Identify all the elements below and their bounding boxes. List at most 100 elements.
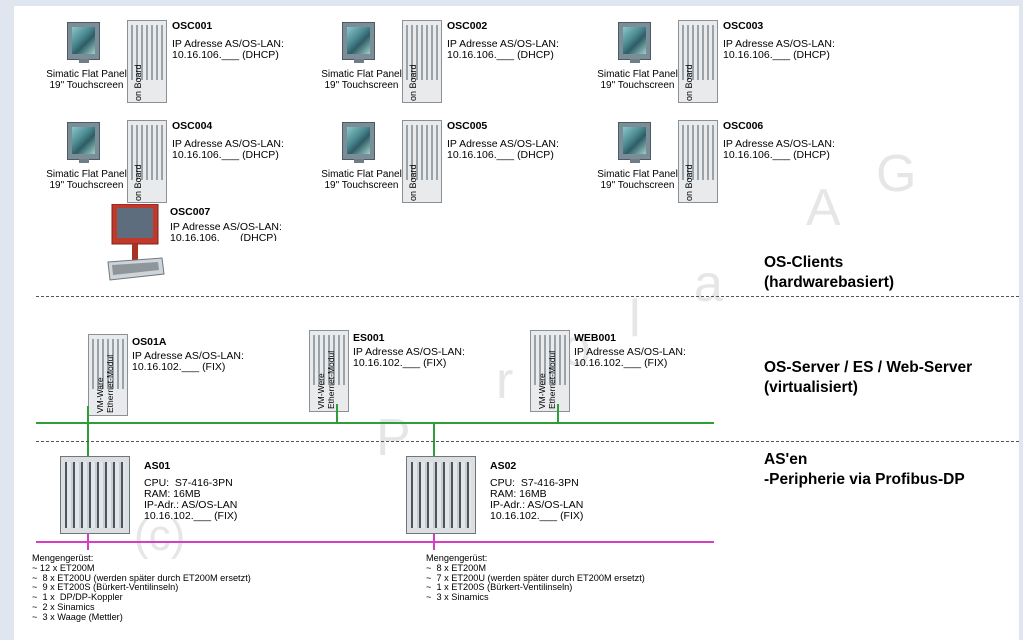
server-slots-icon bbox=[313, 335, 345, 385]
server-vm-label: VM-Were bbox=[537, 373, 547, 409]
server-ip-value: 10.16.102.___ (FIX) bbox=[353, 357, 447, 369]
profibus-drop-as02 bbox=[433, 534, 435, 542]
pc-slots-icon bbox=[131, 25, 163, 80]
panel-stand-icon bbox=[354, 159, 364, 163]
client-ip-label: IP Adresse AS/OS-LAN: bbox=[447, 38, 559, 50]
client-ip-label: IP Adresse AS/OS-LAN: bbox=[172, 138, 284, 150]
osc007-device-icon bbox=[106, 203, 166, 284]
board-label: on Board bbox=[133, 164, 143, 201]
server-name: WEB001 bbox=[574, 332, 617, 344]
flat-panel-icon bbox=[67, 22, 100, 63]
panel-stand-icon bbox=[354, 59, 364, 63]
client-name: OSC005 bbox=[447, 120, 488, 132]
client-ip-value: 10.16.106.___ (DHCP) bbox=[447, 149, 554, 161]
server-ip-label: IP Adresse AS/OS-LAN: bbox=[353, 346, 465, 358]
pc-slots-icon bbox=[682, 25, 714, 80]
divider-clients bbox=[36, 296, 1019, 297]
panel-stand-icon bbox=[79, 59, 89, 63]
panel-size-label: 19" Touchscreen bbox=[49, 80, 124, 91]
section-os-server: OS-Server / ES / Web-Server (virtualisie… bbox=[764, 358, 972, 398]
server-eth-label: Ethernet-Modul bbox=[547, 350, 557, 409]
panel-label: Simatic Flat Panel bbox=[597, 69, 678, 80]
panel-label: Simatic Flat Panel bbox=[46, 69, 127, 80]
pc-tower-icon: on Board bbox=[678, 120, 718, 203]
flat-panel-icon bbox=[342, 122, 375, 163]
mengen-items: ~ 12 x ET200M~ 8 x ET200U (werden später… bbox=[32, 563, 251, 623]
watermark-c: (c) bbox=[134, 511, 186, 560]
profibus-tail-as01 bbox=[87, 542, 89, 550]
client-ip-value: 10.16.106.___ (DHCP) bbox=[172, 49, 279, 61]
section-as: AS'en -Peripherie via Profibus-DP bbox=[764, 450, 965, 490]
mengen-item: ~ 1 x DP/DP-Koppler bbox=[32, 592, 123, 603]
watermark-a: a bbox=[694, 255, 723, 313]
as-modules-icon bbox=[65, 462, 125, 528]
mengen-item: ~ 3 x Waage (Mettler) bbox=[32, 611, 123, 622]
watermark-a2: A bbox=[806, 179, 841, 237]
pc-slots-icon bbox=[406, 125, 438, 180]
board-label: on Board bbox=[408, 164, 418, 201]
mengen-item: ~ 7 x ET200U (werden später durch ET200M… bbox=[426, 572, 645, 583]
pc-slots-icon bbox=[406, 25, 438, 80]
mengen-list-as01: Mengengerüst: ~ 12 x ET200M~ 8 x ET200U … bbox=[32, 553, 251, 623]
bus-drop-es001 bbox=[336, 404, 338, 423]
mengen-list-as02: Mengengerüst: ~ 8 x ET200M~ 7 x ET200U (… bbox=[426, 553, 645, 603]
mengen-title: Mengengerüst: bbox=[32, 553, 94, 563]
watermark-g: G bbox=[876, 145, 917, 203]
as-rack-icon bbox=[406, 456, 476, 534]
mengen-item: ~ 8 x ET200U (werden später durch ET200M… bbox=[32, 572, 251, 583]
pc-tower-icon: on Board bbox=[402, 120, 442, 203]
bus-drop-as01 bbox=[87, 423, 89, 461]
section-as-line1: AS'en bbox=[764, 451, 808, 468]
bus-drop-os01a bbox=[87, 406, 89, 423]
server-vm-label: VM-Ware bbox=[95, 377, 105, 413]
client-ip-value: 10.16.106.___ (DHCP) bbox=[723, 149, 830, 161]
as-name: AS02 bbox=[490, 460, 517, 472]
section-os-clients: OS-Clients (hardwarebasiert) bbox=[764, 253, 894, 293]
as-ip-value: 10.16.102.___ (FIX) bbox=[490, 510, 584, 522]
panel-label: Simatic Flat Panel bbox=[597, 169, 678, 180]
profibus-drop-as01 bbox=[87, 534, 89, 542]
flat-panel-icon bbox=[618, 22, 651, 63]
flat-panel-icon bbox=[618, 122, 651, 163]
mengen-items: ~ 8 x ET200M~ 7 x ET200U (werden später … bbox=[426, 562, 645, 603]
flat-panel-icon bbox=[342, 22, 375, 63]
client-name: OSC003 bbox=[723, 20, 764, 32]
server-slots-icon bbox=[92, 339, 124, 389]
panel-screen-icon bbox=[72, 127, 95, 154]
osc007-name: OSC007 bbox=[170, 206, 211, 218]
panel-size-label: 19" Touchscreen bbox=[600, 180, 675, 191]
section-os-clients-line2: (hardwarebasiert) bbox=[764, 274, 895, 291]
as-cpu: CPU: S7-416-3PN bbox=[144, 477, 233, 489]
section-os-server-line1: OS-Server / ES / Web-Server bbox=[764, 359, 973, 376]
server-vm-label: VM-Were bbox=[316, 373, 326, 409]
panel-screen-icon bbox=[72, 27, 95, 54]
mengen-item: ~ 2 x Sinamics bbox=[32, 601, 95, 612]
profibus-line bbox=[36, 541, 714, 543]
server-name: ES001 bbox=[353, 332, 385, 344]
panel-screen-icon bbox=[623, 127, 646, 154]
server-ip-value: 10.16.102.___ (FIX) bbox=[132, 361, 226, 373]
client-name: OSC002 bbox=[447, 20, 488, 32]
mengen-item: ~ 9 x ET200S (Bürkert-Ventilinseln) bbox=[32, 582, 179, 593]
osc007-ip-value: 10.16.106.___ (DHCP) bbox=[170, 233, 277, 241]
panel-screen-icon bbox=[623, 27, 646, 54]
as-rack-icon bbox=[60, 456, 130, 534]
server-ip-value: 10.16.102.___ (FIX) bbox=[574, 357, 668, 369]
mengen-item: ~ 3 x Sinamics bbox=[426, 592, 489, 603]
mengen-title: Mengengerüst: bbox=[426, 553, 488, 563]
mengen-item: ~ 8 x ET200M bbox=[426, 562, 487, 573]
osc007-ip-label: IP Adresse AS/OS-LAN: bbox=[170, 221, 282, 233]
server-eth-label: Ethernet-Modul bbox=[105, 354, 115, 413]
board-label: on Board bbox=[408, 64, 418, 101]
panel-screen-icon bbox=[347, 27, 370, 54]
client-name: OSC006 bbox=[723, 120, 764, 132]
panel-size-label: 19" Touchscreen bbox=[324, 180, 399, 191]
client-ip-label: IP Adresse AS/OS-LAN: bbox=[447, 138, 559, 150]
client-ip-value: 10.16.106.___ (DHCP) bbox=[723, 49, 830, 61]
pc-tower-icon: on Board bbox=[678, 20, 718, 103]
as-modules-icon bbox=[411, 462, 471, 528]
